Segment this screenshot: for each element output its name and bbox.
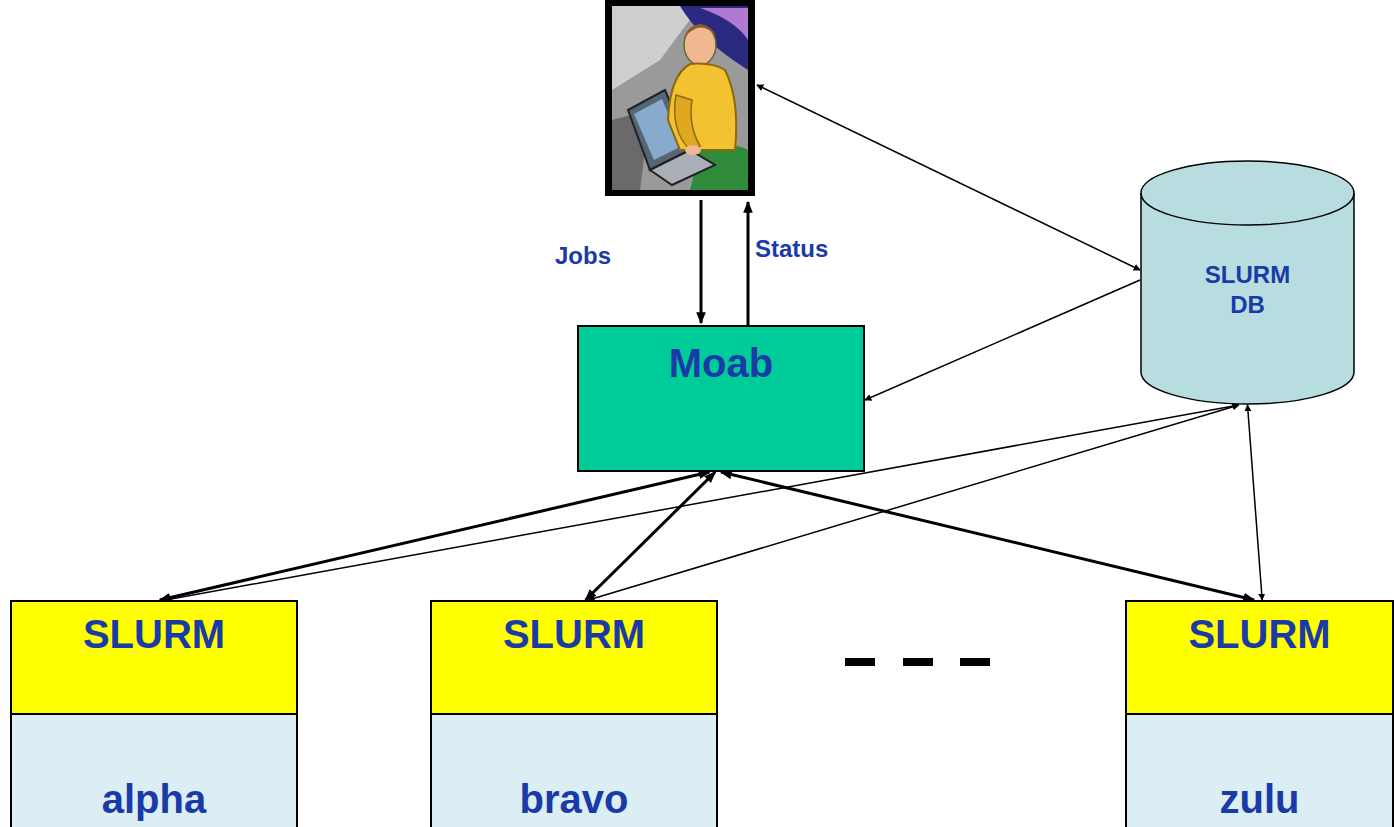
cluster-name: alpha — [12, 777, 296, 822]
cluster-name: bravo — [432, 777, 716, 822]
software-name: SLURM — [12, 612, 296, 657]
cluster-box: SLURM bravo — [430, 600, 718, 827]
cluster-box: SLURM zulu — [1125, 600, 1394, 827]
status-arrow — [747, 202, 750, 325]
cluster-header-band: SLURM — [12, 602, 296, 715]
scheduler-box: Moab — [577, 325, 865, 472]
jobs-arrow — [700, 200, 703, 323]
flow-label: Status — [755, 235, 828, 263]
cluster-header-band: SLURM — [432, 602, 716, 715]
software-name: SLURM — [1127, 612, 1392, 657]
cluster-box: SLURM alpha — [10, 600, 298, 827]
database-cylinder: SLURM DB — [1140, 160, 1355, 405]
box-title: Moab — [579, 341, 863, 386]
cluster-name-band: zulu — [1127, 715, 1392, 827]
cluster-name-band: bravo — [432, 715, 716, 827]
cluster-name: zulu — [1127, 777, 1392, 822]
accounting-connector — [865, 280, 1140, 400]
database-label: SLURM DB — [1193, 260, 1303, 320]
cluster-name-band: alpha — [12, 715, 296, 827]
user-icon — [605, 0, 755, 196]
ellipsis-dashes — [845, 658, 990, 666]
accounting-connector — [1248, 405, 1263, 600]
cluster-header-band: SLURM — [1127, 602, 1392, 715]
job-dispatch-connector — [160, 472, 710, 600]
flow-label: Jobs — [555, 242, 611, 270]
software-name: SLURM — [432, 612, 716, 657]
